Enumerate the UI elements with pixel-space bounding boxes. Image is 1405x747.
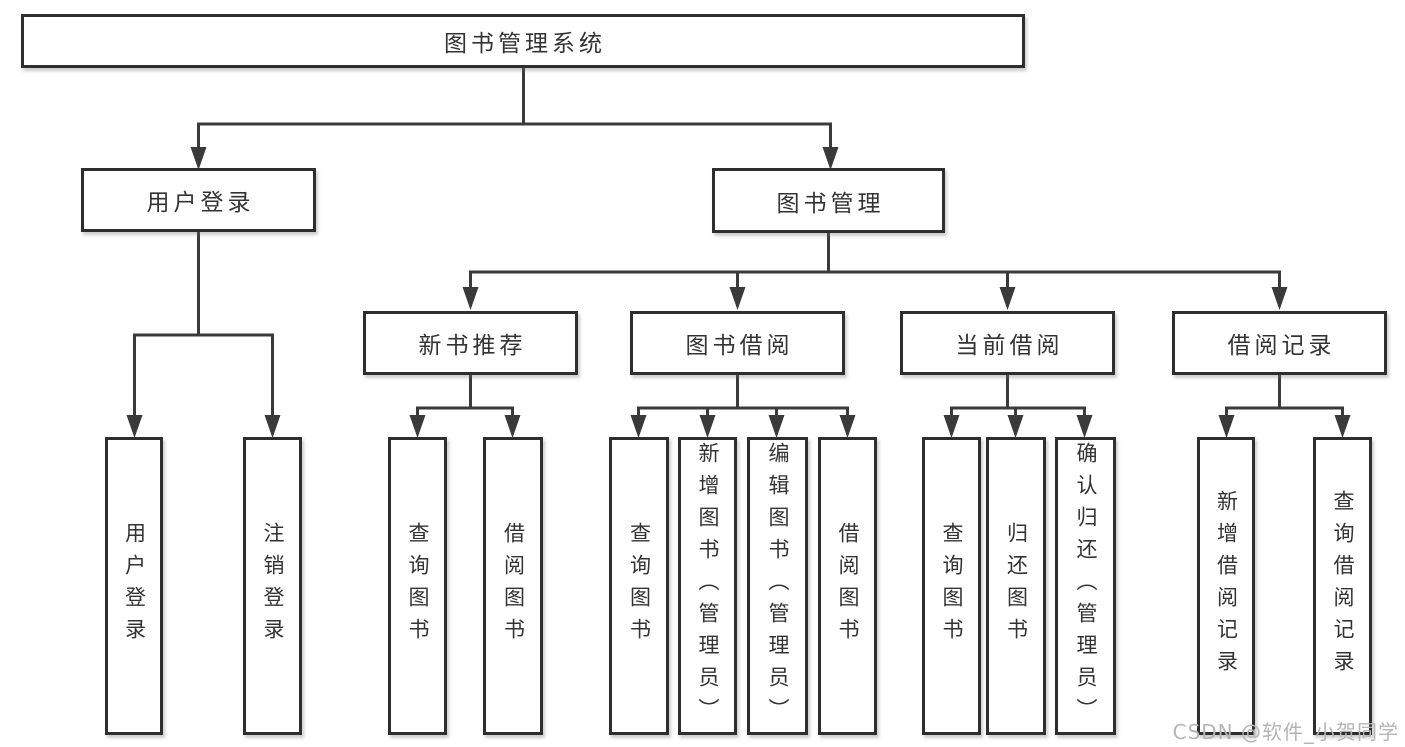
- leaf-borrowing-edit-books-admin: 编辑图书（管理员）: [747, 437, 808, 735]
- leaf-records-add-borrow-record: 新增借阅记录: [1197, 437, 1255, 735]
- arrowhead: [1076, 415, 1093, 438]
- leaf-user-login: 用户登录: [105, 437, 163, 735]
- arrowhead: [409, 415, 426, 438]
- arrowhead: [839, 415, 856, 438]
- arrowhead: [729, 287, 746, 310]
- node-label: 用户登录: [146, 190, 255, 216]
- leaf-logout-login: 注销登录: [243, 437, 302, 735]
- node-user-login: 用户登录: [81, 168, 316, 232]
- node-label: 查询图书: [940, 522, 964, 650]
- leaf-borrowing-add-books-admin: 新增图书（管理员）: [678, 437, 737, 735]
- arrowhead: [1007, 415, 1024, 438]
- node-current-borrowing: 当前借阅: [900, 311, 1115, 375]
- arrowheads: [126, 147, 1351, 438]
- node-label: 编辑图书（管理员）: [766, 442, 790, 730]
- watermark: CSDN @软件_小贺同学: [1172, 720, 1399, 744]
- arrowhead: [1218, 415, 1235, 438]
- leaf-current-query-books: 查询图书: [922, 437, 981, 735]
- node-book-management: 图书管理: [712, 168, 945, 233]
- arrowhead: [822, 147, 839, 170]
- node-label: 查询图书: [406, 522, 430, 650]
- node-label: 借阅图书: [501, 522, 526, 650]
- node-new-book-recommend: 新书推荐: [363, 311, 578, 375]
- arrowhead: [630, 415, 647, 438]
- node-label: 注销登录: [261, 522, 285, 650]
- node-book-borrowing: 图书借阅: [630, 311, 845, 375]
- leaf-recommend-borrow-books: 借阅图书: [483, 437, 543, 735]
- node-label: 图书借阅: [685, 333, 794, 359]
- node-label: 新增借阅记录: [1214, 490, 1239, 682]
- node-label: 借阅记录: [1227, 333, 1336, 359]
- node-label: 归还图书: [1004, 522, 1029, 650]
- leaf-recommend-query-books: 查询图书: [388, 437, 447, 735]
- leaf-borrowing-query-books: 查询图书: [609, 437, 669, 735]
- node-label: 图书管理系统: [444, 31, 606, 57]
- node-label: 查询借阅记录: [1331, 490, 1355, 682]
- arrowhead: [768, 415, 785, 438]
- node-label: 当前借阅: [955, 333, 1064, 359]
- arrowhead: [462, 287, 479, 310]
- node-label: 用户登录: [122, 522, 147, 650]
- arrowhead: [126, 415, 143, 438]
- node-label: 确认归还（管理员）: [1074, 442, 1098, 730]
- node-borrowing-records: 借阅记录: [1172, 311, 1387, 375]
- leaf-current-confirm-return-admin: 确认归还（管理员）: [1055, 437, 1116, 735]
- arrowhead: [504, 415, 521, 438]
- node-label: 新增图书（管理员）: [696, 442, 720, 730]
- arrowhead: [1334, 415, 1351, 438]
- arrowhead: [1271, 287, 1288, 310]
- arrowhead: [699, 415, 716, 438]
- leaf-current-return-books: 归还图书: [986, 437, 1046, 735]
- arrowhead: [190, 147, 207, 170]
- node-label: 图书管理: [776, 190, 885, 217]
- node-library-management-system: 图书管理系统: [21, 14, 1025, 68]
- leaf-borrowing-borrow-books: 借阅图书: [818, 437, 877, 735]
- node-label: 查询图书: [627, 522, 652, 650]
- node-label: 新书推荐: [418, 333, 527, 359]
- arrowhead: [943, 415, 960, 438]
- arrowhead: [999, 287, 1016, 310]
- connector-lines: [133, 68, 1344, 418]
- node-label: 借阅图书: [836, 522, 860, 650]
- leaf-records-query-borrow-record: 查询借阅记录: [1313, 437, 1372, 735]
- arrowhead: [264, 415, 281, 438]
